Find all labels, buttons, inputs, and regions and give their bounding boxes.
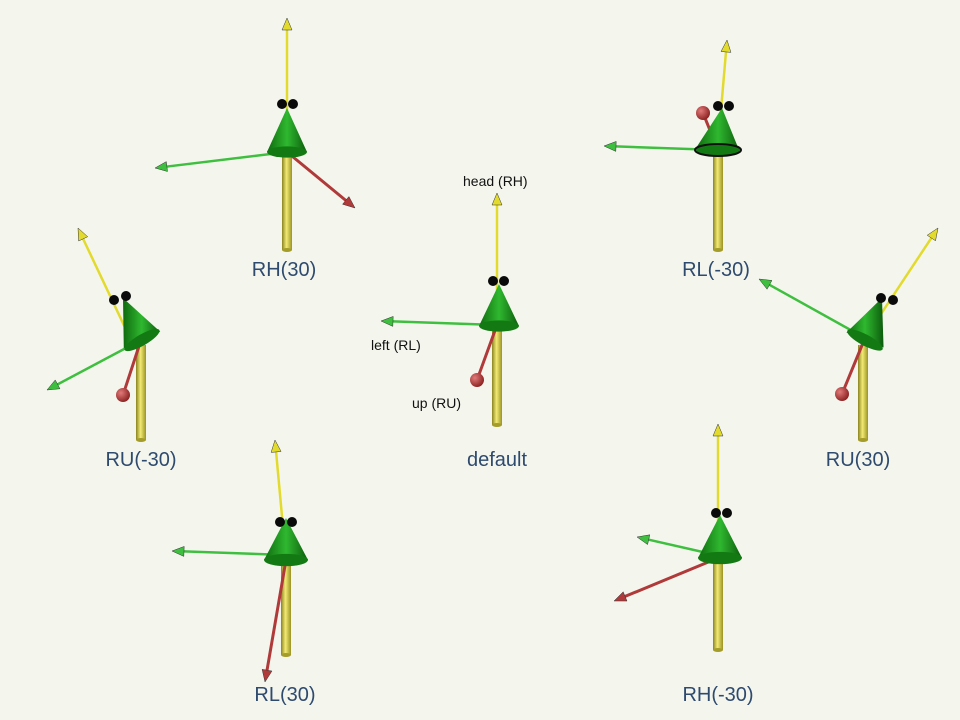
- caption-rh-plus: RH(30): [251, 259, 317, 281]
- eyes-default-left: [488, 276, 498, 286]
- ring-rl-minus: [694, 143, 742, 157]
- figure-rl-minus: [603, 39, 742, 252]
- left-axis-default: [391, 320, 499, 327]
- stem-default: [492, 320, 502, 425]
- figure-ru-minus: [46, 227, 161, 442]
- cone-rh-plus: [267, 108, 307, 152]
- cone-default: [479, 284, 519, 326]
- eyes-rh-plus-right: [288, 99, 298, 109]
- cone-rl-minus-base: [696, 143, 740, 157]
- stem-ru-minus-base: [136, 438, 146, 442]
- eyes-ru-minus-left: [109, 295, 119, 305]
- cone-rl-plus: [264, 518, 308, 560]
- caption-rl-plus: RL(30): [254, 684, 316, 706]
- figure-default: [380, 192, 519, 427]
- stem-rh-plus-base: [282, 248, 292, 252]
- up-axis-default: [475, 323, 499, 382]
- left-axis-rl-minus-head: [603, 141, 617, 152]
- left-axis-rh-minus-head: [636, 534, 651, 545]
- left-axis-default-head: [380, 316, 394, 327]
- cone-default-base: [479, 320, 519, 332]
- head-axis-rl-minus-head: [720, 39, 732, 53]
- figure-ru-plus: [758, 227, 939, 442]
- up-axis-rl-plus: [265, 558, 288, 672]
- head-axis-rh-minus-head: [712, 423, 724, 437]
- up-axis-ru-minus: [121, 338, 143, 397]
- eyes-ru-minus-right: [121, 291, 131, 301]
- caption-ru-minus: RU(-30): [105, 449, 177, 471]
- head-axis-rl-plus-head: [270, 439, 282, 453]
- up-axis-rl-minus-ball: [696, 106, 710, 120]
- eyes-ru-plus-left: [876, 293, 886, 303]
- left-axis-ru-plus: [768, 283, 867, 340]
- figure-rh-plus: [154, 17, 356, 252]
- head-axis-default-head: [491, 192, 503, 206]
- caption-ru-plus: RU(30): [825, 449, 891, 471]
- up-axis-rh-minus-head: [613, 591, 628, 602]
- cone-rh-minus: [698, 515, 742, 558]
- left-axis-rh-plus: [165, 150, 289, 168]
- eyes-rh-minus-right: [722, 508, 732, 518]
- stem-rl-minus-base: [713, 248, 723, 252]
- stem-rl-minus: [713, 145, 723, 250]
- up-axis-rh-minus: [623, 556, 720, 598]
- stem-ru-plus-base: [858, 438, 868, 442]
- figure-rh-minus: [613, 423, 742, 652]
- stem-rl-plus-base: [281, 653, 291, 657]
- up-axis-default-ball: [470, 373, 484, 387]
- label-left-axis: left (RL): [371, 337, 421, 353]
- stem-ru-plus: [858, 345, 868, 440]
- stem-rl-plus: [281, 560, 291, 655]
- head-axis-ru-minus-head: [77, 227, 89, 242]
- cone-ru-plus-base: [847, 329, 883, 351]
- eyes-rh-minus-left: [711, 508, 721, 518]
- stem-rh-minus-base: [713, 648, 723, 652]
- left-axis-ru-minus-head: [46, 379, 61, 391]
- up-axis-ru-minus-ball: [116, 388, 130, 402]
- up-axis-ru-plus-ball: [835, 387, 849, 401]
- eyes-rl-minus-right: [724, 101, 734, 111]
- eyes-rl-plus-left: [275, 517, 285, 527]
- head-axis-ru-plus-head: [926, 227, 939, 242]
- eyes-default-right: [499, 276, 509, 286]
- stem-rh-minus: [713, 560, 723, 650]
- figure-rl-plus: [171, 439, 308, 683]
- stem-default-base: [492, 423, 502, 427]
- cone-ru-minus-base: [124, 328, 160, 352]
- eyes-rl-plus-right: [287, 517, 297, 527]
- eyes-rl-minus-left: [713, 101, 723, 111]
- up-axis-ru-plus: [840, 336, 867, 396]
- eyes-rh-plus-left: [277, 99, 287, 109]
- cone-rh-minus-base: [698, 551, 742, 565]
- up-axis-rh-plus-head: [342, 196, 356, 209]
- cone-rl-minus: [696, 108, 740, 153]
- stem-ru-minus: [136, 345, 146, 440]
- head-axis-ru-minus: [81, 237, 132, 340]
- up-axis-rl-plus-head: [261, 669, 273, 683]
- left-axis-rl-plus-head: [171, 546, 185, 557]
- caption-default: default: [466, 449, 528, 471]
- left-axis-ru-plus-head: [758, 278, 773, 290]
- caption-rl-minus: RL(-30): [682, 259, 750, 281]
- cone-rl-plus-base: [264, 553, 308, 567]
- stem-rh-plus: [282, 150, 292, 250]
- left-axis-rh-plus-head: [154, 161, 168, 172]
- eyes-ru-plus-right: [888, 295, 898, 305]
- up-axis-rh-plus: [285, 150, 348, 202]
- head-axis-rh-plus-head: [281, 17, 293, 31]
- caption-rh-minus: RH(-30): [682, 684, 754, 706]
- label-head-axis: head (RH): [463, 173, 528, 189]
- label-up-axis: up (RU): [412, 395, 462, 411]
- cone-rh-plus-base: [267, 146, 307, 158]
